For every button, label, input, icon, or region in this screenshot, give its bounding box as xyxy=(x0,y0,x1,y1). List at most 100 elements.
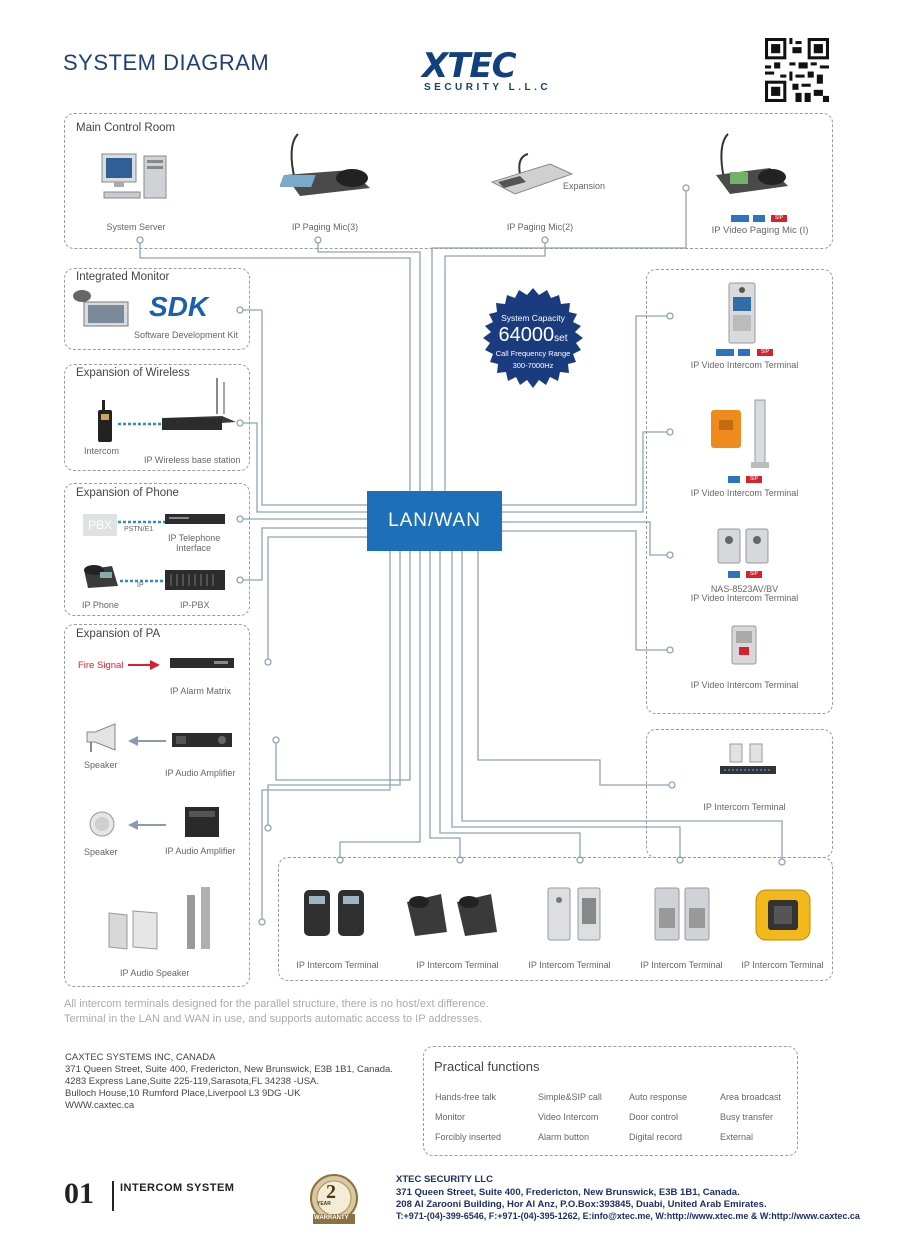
pa-box xyxy=(64,624,250,987)
function-item: Auto response xyxy=(629,1092,688,1102)
section-title: INTERCOM SYSTEM xyxy=(120,1182,235,1194)
audio-amplifier-2-label: IP Audio Amplifier xyxy=(165,846,236,856)
video-intercom-box xyxy=(646,269,833,714)
camera-icon xyxy=(753,215,765,222)
video-paging-mic-icon xyxy=(716,133,788,194)
intercom-terminal-keypad-icon xyxy=(304,890,364,936)
practical-functions-title: Practical functions xyxy=(434,1059,540,1074)
function-item: Simple&SIP call xyxy=(538,1092,602,1102)
ip-telephone-label: IP Telephone xyxy=(168,533,221,543)
sdk-label: SDK xyxy=(149,291,209,322)
paging-mic-2-label: IP Paging Mic(2) xyxy=(506,222,574,232)
function-item: External xyxy=(720,1132,754,1142)
pstn-link-icon xyxy=(118,520,166,524)
emergency-intercom-icon xyxy=(711,399,769,468)
nas-8523-intercom-icon xyxy=(717,528,769,564)
warranty-year-unit: YEAR xyxy=(317,1201,331,1207)
audio-amplifier-label: IP Audio Amplifier xyxy=(165,768,236,778)
function-item: Alarm button xyxy=(538,1132,590,1142)
pa-title: Expansion of PA xyxy=(76,628,161,640)
function-item: Digital record xyxy=(629,1132,683,1142)
video-intercom-speaker-icon xyxy=(731,625,757,665)
warranty-year: 2 xyxy=(326,1181,336,1203)
main-control-room-box xyxy=(64,113,833,249)
sip-badge-3: SIP xyxy=(746,476,762,483)
phone-box xyxy=(64,483,250,616)
function-item: Video Intercom xyxy=(538,1112,599,1122)
function-item: Hands-free talk xyxy=(435,1092,497,1102)
footer-company: XTEC SECURITY LLC xyxy=(396,1174,493,1185)
paging-mic-icon xyxy=(280,133,370,196)
function-item: Door control xyxy=(629,1112,679,1122)
speaker-arrow-icon xyxy=(128,736,166,746)
sip-badge-2: SIP xyxy=(757,349,773,356)
wireless-base-station-label: IP Wireless base station xyxy=(144,455,241,465)
capacity-frequency-range: 300-7000Hz xyxy=(512,361,554,370)
intercom-terminal-phone-icon xyxy=(407,894,497,936)
page-number: 01 xyxy=(64,1177,94,1210)
address-line-1: 371 Queen Street, Suite 400, Fredericton… xyxy=(65,1064,393,1075)
address-website: WWW.caxtec.ca xyxy=(65,1100,135,1111)
camera-icon-4 xyxy=(728,571,740,578)
ip-link-icon xyxy=(120,579,166,583)
capacity-frequency-label: Call Frequency Range xyxy=(495,349,571,358)
speaker-label: Speaker xyxy=(84,760,118,770)
integrated-monitor-title: Integrated Monitor xyxy=(76,271,170,283)
note-line-2: Terminal in the LAN and WAN in use, and … xyxy=(64,1013,483,1025)
intercom-terminal-panel-icon xyxy=(547,887,601,941)
server-computer-icon xyxy=(101,153,167,199)
footer-address-2: 208 Al Zarooni Building, Hor Al Anz, P.O… xyxy=(396,1199,767,1210)
bottom-terminal-2-label: IP Intercom Terminal xyxy=(416,960,499,970)
audio-amplifier-box-icon xyxy=(185,807,219,837)
note-line-1: All intercom terminals designed for the … xyxy=(64,998,489,1010)
video-intercom-terminal-3-label: IP Video Intercom Terminal xyxy=(690,593,799,603)
function-item: Busy transfer xyxy=(720,1112,774,1122)
wireless-base-station-icon xyxy=(162,378,236,430)
video-intercom-terminal-4-label: IP Video Intercom Terminal xyxy=(690,680,799,690)
ceiling-speaker-label: Speaker xyxy=(84,847,118,857)
system-capacity-text: System Capacity 64000set Call Frequency … xyxy=(481,288,585,392)
address-company: CAXTEC SYSTEMS INC, CANADA xyxy=(65,1052,216,1063)
walkie-talkie-icon xyxy=(98,400,112,442)
video-paging-mic-label: IP Video Paging Mic (I) xyxy=(711,225,809,236)
nas-8523-label: NAS-8523AV/BV xyxy=(710,584,779,594)
alarm-matrix-label: IP Alarm Matrix xyxy=(170,686,231,696)
camera-icon-3 xyxy=(728,476,740,483)
camera-icon-2 xyxy=(738,349,750,356)
video-icon xyxy=(731,215,749,222)
intercom-terminal-steel-icon xyxy=(654,887,710,941)
capacity-title: System Capacity xyxy=(501,313,565,323)
ceiling-speaker-arrow-icon xyxy=(128,820,166,830)
lan-wan-hub: LAN/WAN xyxy=(367,491,502,551)
ip-phone-icon xyxy=(84,565,118,588)
page-title: SYSTEM DIAGRAM xyxy=(63,50,270,75)
telephone-interface-icon xyxy=(165,514,225,524)
qr-code-icon xyxy=(765,38,829,102)
system-capacity-badge xyxy=(483,288,583,388)
ip-link-label: IP xyxy=(137,582,144,589)
warranty-label: WARRANTY xyxy=(314,1215,349,1221)
wireless-title: Expansion of Wireless xyxy=(76,367,190,379)
video-intercom-terminal-2-label: IP Video Intercom Terminal xyxy=(690,488,799,498)
fire-arrow-icon xyxy=(128,660,160,670)
horn-speaker-icon xyxy=(86,723,116,752)
footer-contact: T:+971-(04)-399-6546, F:+971-(04)-395-12… xyxy=(396,1211,860,1221)
function-item: Forcibly inserted xyxy=(435,1132,502,1142)
warranty-badge-icon xyxy=(310,1174,358,1224)
address-line-2: 4283 Express Lane,Suite 225-119,Sarasota… xyxy=(65,1076,320,1087)
video-icon-2 xyxy=(716,349,734,356)
ip-telephone-interface-label: Interface xyxy=(176,543,212,553)
logo-brand: XTEC xyxy=(422,46,517,86)
audio-speaker-label: IP Audio Speaker xyxy=(120,968,190,978)
main-control-room-title: Main Control Room xyxy=(76,122,176,134)
ip-pbx-label: IP-PBX xyxy=(180,600,210,610)
logo-subtitle: SECURITY L.L.C xyxy=(424,82,552,93)
ip-phone-label: IP Phone xyxy=(82,600,119,610)
paging-mic-expansion-icon xyxy=(490,153,574,195)
bottom-terminal-5-label: IP Intercom Terminal xyxy=(741,960,824,970)
system-server-label: System Server xyxy=(106,222,166,232)
practical-functions-box xyxy=(423,1046,798,1156)
capacity-unit: set xyxy=(554,333,568,344)
bottom-terminal-3-label: IP Intercom Terminal xyxy=(528,960,611,970)
